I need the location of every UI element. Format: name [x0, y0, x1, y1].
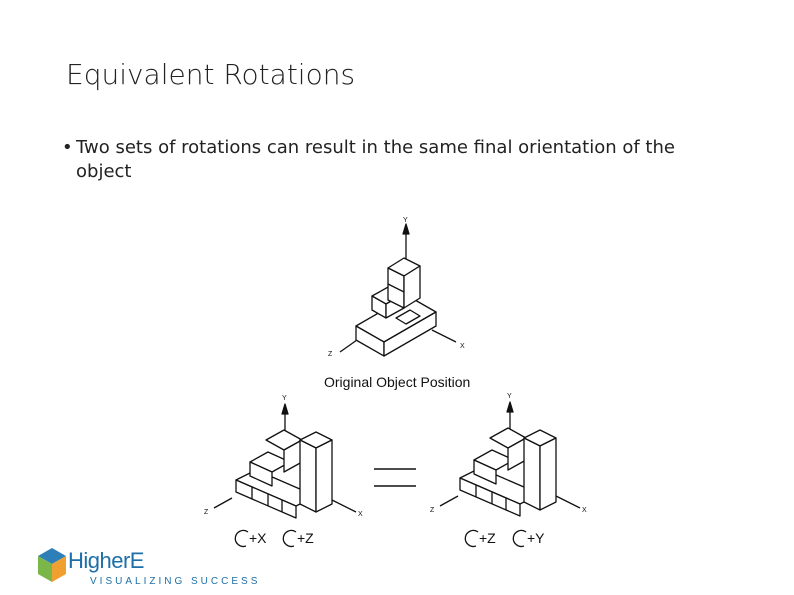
- right-rot1-arrow: [464, 529, 479, 548]
- left-x-axis: [331, 499, 357, 513]
- bullet-line-2: object: [76, 161, 132, 182]
- logo-name: HigherE: [68, 548, 144, 573]
- right-z-label: Z: [430, 507, 435, 514]
- bullet-dot: •: [62, 137, 73, 158]
- top-x-label: X: [460, 343, 465, 350]
- right-rot1-label: +Z: [479, 530, 496, 546]
- left-rot2-label: +Z: [297, 530, 314, 546]
- top-y-label: Y: [403, 217, 408, 224]
- left-rotated-object: [213, 403, 357, 519]
- left-y-label: Y: [282, 395, 287, 402]
- bullet-line-1: Two sets of rotations can result in the …: [76, 137, 675, 158]
- left-rot2-arrow: [282, 529, 297, 548]
- right-rot2-label: +Y: [527, 530, 545, 546]
- right-y-label: Y: [507, 393, 512, 400]
- highere-logo-mark: [38, 548, 66, 582]
- right-x-axis: [555, 495, 581, 509]
- left-rot1-label: +X: [249, 530, 267, 546]
- right-z-axis: [439, 495, 459, 507]
- left-x-label: X: [358, 511, 363, 518]
- logo-tagline: VISUALIZING SUCCESS: [90, 576, 261, 587]
- left-rot1-arrow: [234, 529, 249, 548]
- top-z-axis: [339, 339, 358, 353]
- left-z-label: Z: [204, 509, 209, 516]
- top-x-axis: [431, 329, 457, 343]
- original-object: [339, 223, 457, 357]
- bullet-text: •Two sets of rotations can result in the…: [62, 136, 722, 184]
- right-rotated-object: [439, 401, 581, 517]
- top-caption: Original Object Position: [324, 374, 470, 390]
- right-rot2-arrow: [512, 529, 527, 548]
- right-x-label: X: [582, 507, 587, 514]
- top-z-label: Z: [328, 351, 333, 358]
- slide-title: Equivalent Rotations: [66, 58, 356, 91]
- left-z-axis: [213, 497, 233, 509]
